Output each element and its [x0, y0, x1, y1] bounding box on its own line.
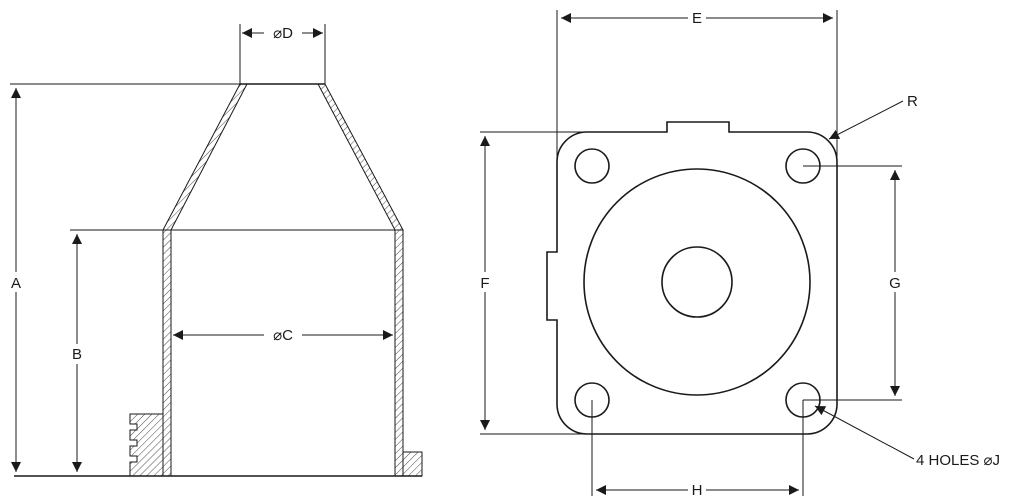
plan-view: E F G H R 4 HOLES ⌀J — [477, 8, 1000, 500]
leader-j-label: 4 HOLES ⌀J — [916, 452, 1000, 469]
dim-d-label: ⌀D — [273, 25, 293, 42]
side-section-view: A B ⌀C ⌀D — [8, 23, 423, 477]
dim-h-label: H — [692, 482, 703, 499]
dim-c-label-bg — [264, 325, 302, 345]
cone-wall-right — [317, 83, 404, 231]
dim-h-label-bg — [688, 480, 706, 500]
threaded-boss — [129, 413, 164, 477]
dim-a-label-bg — [8, 272, 25, 292]
dim-a-label: A — [11, 275, 21, 292]
cylinder-wall-right — [394, 229, 404, 477]
dim-f-label-bg — [477, 272, 494, 292]
cylinder-wall-left — [162, 229, 172, 477]
dim-b-label: B — [72, 346, 82, 363]
dim-d-label-bg — [264, 23, 302, 43]
dim-f-label: F — [480, 275, 489, 292]
dim-c-label: ⌀C — [273, 327, 293, 344]
center-bore — [661, 246, 733, 318]
mounting-hole-top-left — [574, 148, 610, 184]
dim-b-label-bg — [69, 344, 86, 364]
dim-e-label: E — [692, 10, 702, 27]
base-flange — [402, 451, 423, 477]
body-outline — [546, 121, 838, 435]
cone-wall-left — [162, 83, 248, 231]
dim-e-label-bg — [688, 8, 706, 28]
leader-r-label: R — [907, 93, 918, 110]
boss-circle — [583, 168, 811, 396]
dim-g-label: G — [889, 275, 901, 292]
leader-r — [828, 100, 904, 140]
leader-j — [814, 405, 915, 460]
dim-g-label-bg — [886, 272, 904, 292]
